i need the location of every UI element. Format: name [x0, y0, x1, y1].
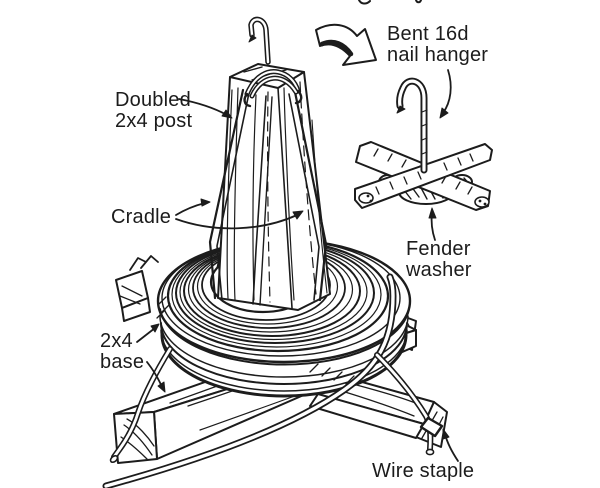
label-2x4-base: 2x4 base — [100, 330, 145, 373]
doubled-2x4-post — [208, 16, 331, 311]
bent-nail-icon — [396, 77, 428, 174]
label-bent-16d-nail-hanger: Bent 16d nail hanger — [387, 23, 489, 66]
post-hook-nail-icon — [248, 16, 271, 65]
top-crop-marks — [358, 0, 422, 5]
label-fender-washer: Fender washer — [406, 238, 472, 281]
wire-staple-band — [419, 416, 444, 438]
detail-inset — [354, 77, 493, 211]
label-doubled-2x4-post: Doubled 2x4 post — [115, 89, 193, 132]
payout-wire — [102, 273, 444, 488]
cradle-arms — [208, 69, 328, 306]
cradle-stick-b — [354, 143, 493, 209]
leader-arrows — [136, 69, 459, 462]
label-cradle: Cradle — [111, 206, 172, 228]
block-arrow-icon — [315, 23, 377, 66]
base-board-front-right — [115, 255, 448, 448]
label-wire-staple: Wire staple — [372, 460, 475, 482]
